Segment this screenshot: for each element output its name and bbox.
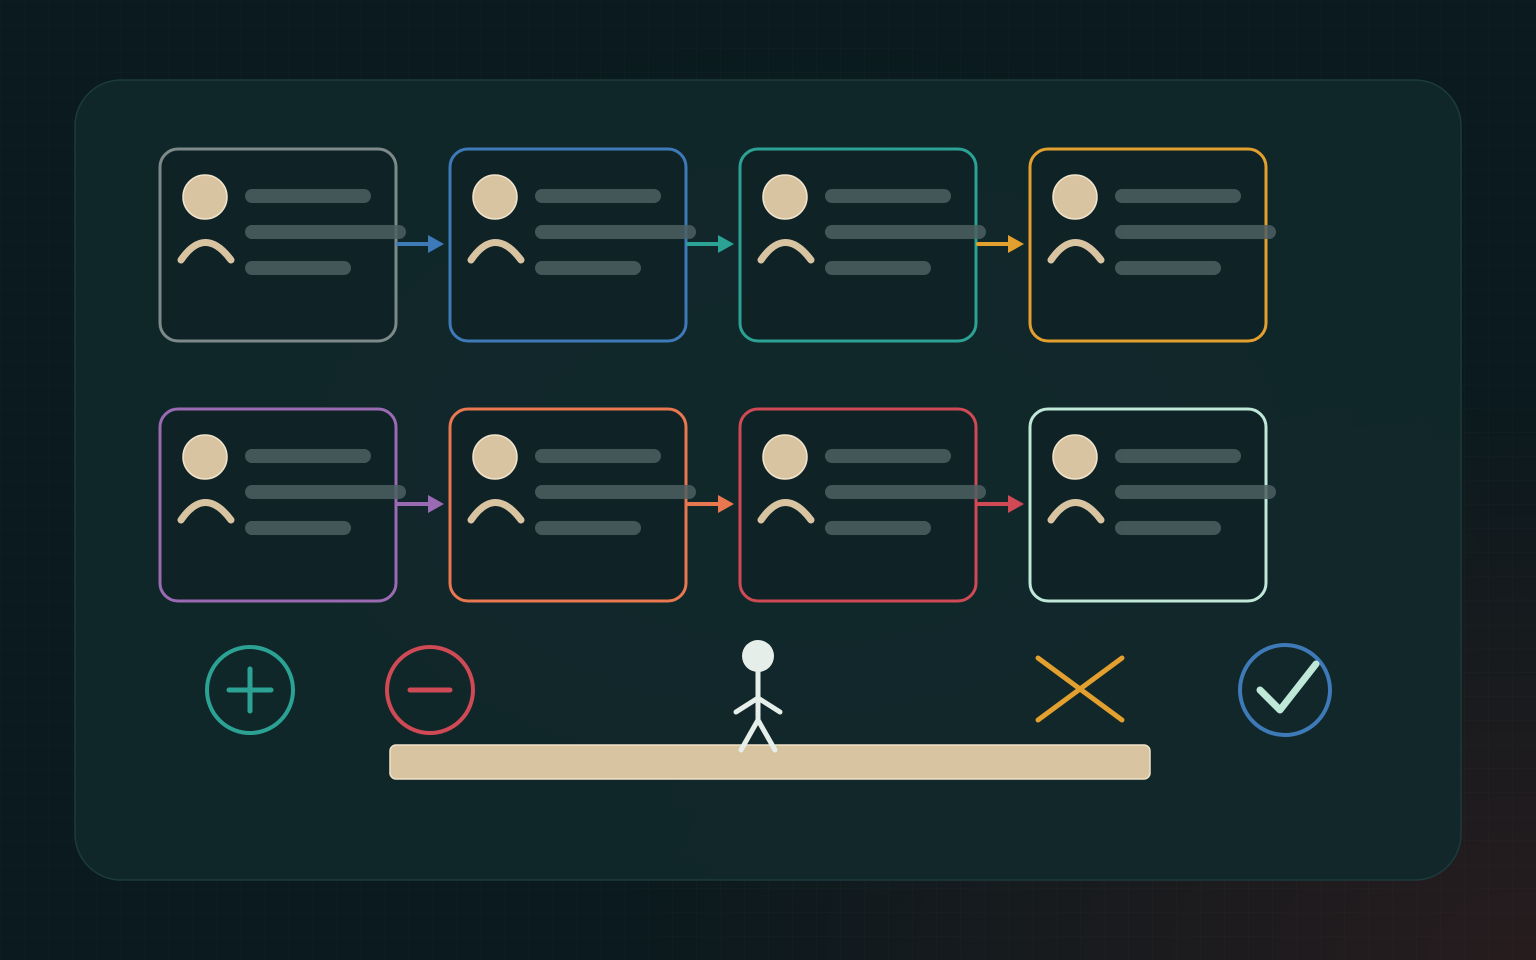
text-placeholder-line <box>245 485 406 499</box>
minus-circle-icon[interactable] <box>385 645 475 735</box>
person-icon <box>1047 434 1105 524</box>
text-placeholder-line <box>1115 449 1241 463</box>
text-placeholder-line <box>825 449 951 463</box>
person-icon <box>177 434 235 524</box>
text-placeholder-line <box>245 449 371 463</box>
controls-layer <box>205 640 1332 780</box>
stick-figure-icon[interactable] <box>733 640 783 753</box>
cross-icon[interactable] <box>1035 655 1125 723</box>
profile-card[interactable] <box>448 147 696 343</box>
arrows-layer <box>396 235 1024 513</box>
profile-card[interactable] <box>1028 147 1276 343</box>
flow-arrow <box>686 495 734 513</box>
text-placeholder-line <box>1115 189 1241 203</box>
text-placeholder-line <box>245 521 351 535</box>
profile-card[interactable] <box>448 407 696 603</box>
profile-card[interactable] <box>738 407 986 603</box>
person-icon <box>467 434 525 524</box>
text-placeholder-line <box>825 521 931 535</box>
person-icon <box>757 434 815 524</box>
text-placeholder-line <box>825 189 951 203</box>
text-placeholder-line <box>1115 521 1221 535</box>
text-placeholder-line <box>535 261 641 275</box>
text-placeholder-line <box>825 261 931 275</box>
plus-circle-icon[interactable] <box>205 645 295 735</box>
cards-layer <box>158 147 1276 603</box>
flow-arrow <box>396 495 444 513</box>
text-placeholder-line <box>245 261 351 275</box>
check-circle-icon[interactable] <box>1238 643 1332 737</box>
text-placeholder-line <box>245 189 371 203</box>
text-placeholder-line <box>535 485 696 499</box>
profile-card[interactable] <box>1028 407 1276 603</box>
flow-arrow <box>396 235 444 253</box>
flow-arrow <box>976 495 1024 513</box>
text-placeholder-line <box>535 225 696 239</box>
track-bar[interactable] <box>389 744 1151 780</box>
person-icon <box>467 174 525 264</box>
person-icon <box>1047 174 1105 264</box>
person-icon <box>757 174 815 264</box>
profile-card[interactable] <box>738 147 986 343</box>
person-icon <box>177 174 235 264</box>
flow-arrow <box>686 235 734 253</box>
text-placeholder-line <box>1115 261 1221 275</box>
flow-arrow <box>976 235 1024 253</box>
text-placeholder-line <box>535 521 641 535</box>
text-placeholder-line <box>825 225 986 239</box>
text-placeholder-line <box>825 485 986 499</box>
text-placeholder-line <box>535 449 661 463</box>
text-placeholder-line <box>1115 225 1276 239</box>
text-placeholder-line <box>245 225 406 239</box>
text-placeholder-line <box>1115 485 1276 499</box>
profile-card[interactable] <box>158 147 406 343</box>
profile-card[interactable] <box>158 407 406 603</box>
text-placeholder-line <box>535 189 661 203</box>
